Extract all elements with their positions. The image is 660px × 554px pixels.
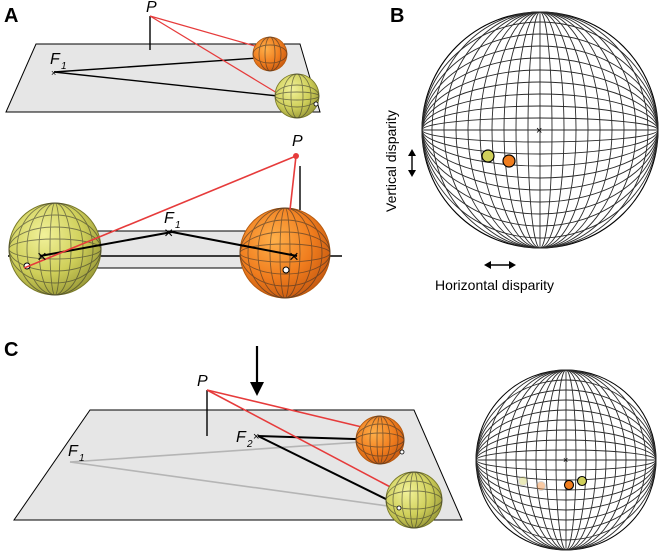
- disparity-sphere-large: ×: [421, 11, 659, 249]
- panel-a-top: A P F 1 ×: [4, 0, 321, 119]
- yellow-dot-small: [576, 475, 588, 487]
- yellow-dot-faded: [518, 476, 528, 486]
- line-f2-yellow: [257, 435, 401, 507]
- right-cross: ×: [289, 247, 299, 266]
- red-line-right-eye: [289, 155, 297, 211]
- panel-c-letter: C: [4, 339, 18, 361]
- red-line-left-eye: [23, 155, 297, 269]
- grey-line-f1-yellow: [69, 461, 403, 509]
- horizontal-disparity-label: Horizontal disparity: [435, 277, 554, 293]
- f1-subscript-mid: 1: [175, 220, 181, 231]
- horizontal-arrow: [484, 261, 516, 269]
- orange-dot-faded: [536, 481, 546, 491]
- f2-subscript-c: 2: [246, 439, 253, 450]
- orange-sphere-c: [355, 415, 405, 465]
- p-label-mid: P: [292, 133, 303, 150]
- p-label-c: P: [197, 373, 208, 390]
- f1-cross-mid: ×: [164, 225, 173, 242]
- yellow-dot: [481, 149, 495, 163]
- disparity-sphere-small: ×: [475, 369, 657, 551]
- red-line-p-yellow-c: [206, 389, 397, 491]
- panel-c: C P F 1 F 2 ×: [4, 339, 657, 551]
- ground-plane-c: [13, 409, 463, 521]
- vertical-disparity-label: Vertical disparity: [383, 110, 399, 212]
- down-arrow: [250, 346, 264, 396]
- f2-cross: ×: [253, 431, 259, 443]
- f1-cross: ×: [51, 68, 56, 78]
- orange-sphere-small: [252, 36, 288, 72]
- yellow-sphere-small: [274, 73, 320, 119]
- f1-subscript: 1: [61, 61, 67, 72]
- panel-a-letter: A: [4, 5, 18, 27]
- line-f1-to-right: [171, 231, 298, 257]
- orange-dot: [502, 154, 516, 168]
- grey-line-f1-orange: [69, 439, 391, 463]
- f1-subscript-c: 1: [79, 453, 85, 464]
- red-line-p-yellow: [149, 15, 283, 97]
- red-line-p-orange: [149, 15, 263, 49]
- f1-label: F: [50, 51, 61, 68]
- panel-b-letter: B: [390, 5, 404, 27]
- line-f1-to-yellow: [53, 71, 279, 97]
- f1-label-mid: F: [164, 210, 175, 227]
- p-label: P: [146, 0, 157, 16]
- left-cross: ×: [37, 247, 47, 266]
- red-line-p-orange-c: [206, 389, 367, 429]
- fixation-cross: ×: [536, 125, 542, 137]
- panel-b: B × Vertical disparity: [383, 5, 659, 293]
- orange-dot-small: [563, 479, 575, 491]
- p-point: [293, 153, 299, 159]
- f1-label-c: F: [68, 443, 79, 460]
- vertical-arrow: [408, 149, 416, 177]
- f2-label-c: F: [236, 429, 247, 446]
- ground-plane: [5, 43, 321, 113]
- fixation-cross-small: ×: [563, 455, 568, 465]
- yellow-sphere-c: [385, 471, 443, 529]
- yellow-sphere-large: [8, 202, 102, 296]
- panel-a-bottom: P F 1 × × ×: [8, 133, 342, 299]
